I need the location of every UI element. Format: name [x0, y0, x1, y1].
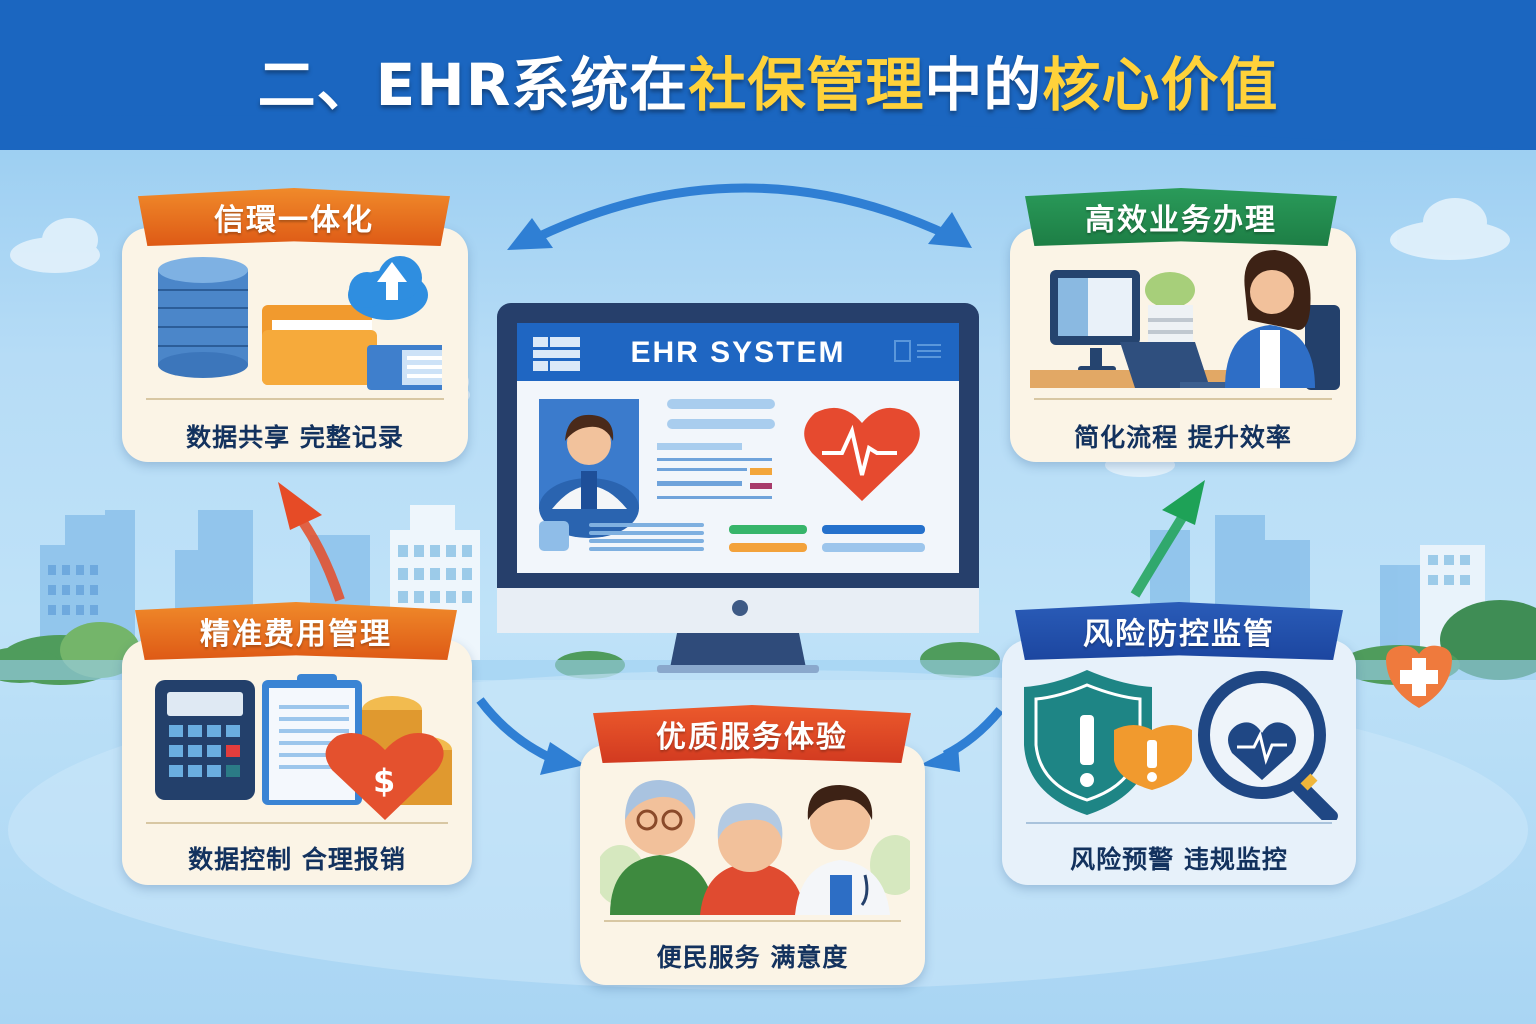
- page-title: 二、EHR系统在社保管理中的核心价值: [0, 38, 1536, 122]
- card-banner: 风险防控监管: [1015, 602, 1343, 660]
- card-data-integration: 数据共享 完整记录: [122, 228, 468, 462]
- ehr-monitor: EHR SYSTEM: [497, 303, 979, 673]
- power-button-icon: [732, 600, 748, 616]
- heart-dollar-icon: $: [325, 733, 444, 820]
- cloud-upload-icon: [348, 256, 428, 320]
- laptop-icon: [1120, 342, 1270, 388]
- plus-shield-icon: [1386, 645, 1452, 708]
- folder-icon: [262, 305, 377, 385]
- card-caption: 数据控制 合理报销: [188, 845, 406, 874]
- database-icon: [158, 257, 248, 378]
- card-illustration: [1030, 250, 1340, 390]
- title-part: 二、EHR系统在: [257, 51, 689, 119]
- arrow-up-green: [1130, 480, 1205, 598]
- window-icon: [894, 340, 941, 362]
- double-arrow-top: [507, 183, 972, 250]
- arrow-in-left: [476, 697, 585, 775]
- header-wave: [0, 110, 1536, 150]
- arrow-up-red: [278, 482, 345, 602]
- monitor-label: EHR SYSTEM: [630, 336, 846, 369]
- card-divider: [604, 920, 901, 922]
- menu-icon: [533, 337, 580, 371]
- card-caption: 便民服务 满意度: [656, 943, 849, 972]
- card-banner: 精准费用管理: [135, 602, 457, 660]
- card-efficient-business: 简化流程 提升效率: [1010, 228, 1356, 462]
- card-illustration: [1024, 670, 1338, 820]
- card-service-experience: 便民服务 满意度: [580, 745, 925, 985]
- heart-pulse-icon: [804, 407, 920, 501]
- leaf-decoration: [870, 835, 910, 895]
- elderly-woman: [700, 803, 805, 915]
- warning-badge-icon: [1114, 725, 1192, 790]
- monitor-illustration: [497, 303, 979, 673]
- title-part-highlight: 核心价值: [1042, 51, 1279, 119]
- shield-warning-icon: [1024, 670, 1152, 815]
- card-illustration: [600, 780, 910, 915]
- title-part-highlight: 社保管理: [688, 51, 925, 119]
- card-risk-control: 风险预警 违规监控: [1002, 640, 1356, 885]
- calculator-icon: [155, 680, 255, 800]
- magnifier-heart-icon: [1198, 671, 1338, 820]
- doctor-avatar: [539, 399, 639, 538]
- card-caption: 风险预警 违规监控: [1070, 845, 1288, 874]
- card-file-icon: [367, 345, 442, 390]
- card-caption: 简化流程 提升效率: [1074, 423, 1292, 452]
- office-worker: [1225, 250, 1340, 390]
- arrow-in-right: [920, 707, 1004, 772]
- svg-text:$: $: [373, 762, 395, 800]
- card-caption: 数据共享 完整记录: [186, 423, 404, 452]
- card-divider: [146, 822, 448, 824]
- card-divider: [1034, 398, 1332, 400]
- title-part: 中的: [924, 51, 1043, 119]
- card-cost-management: $ 数据控制 合理报销: [122, 640, 472, 885]
- card-divider: [1026, 822, 1332, 824]
- elderly-man: [610, 780, 715, 915]
- card-banner: 信環一体化: [138, 188, 450, 246]
- card-illustration: $: [155, 674, 452, 820]
- card-banner: 优质服务体验: [593, 705, 911, 763]
- card-banner: 高效业务办理: [1025, 188, 1337, 246]
- doctor: [795, 785, 890, 915]
- card-divider: [146, 398, 444, 400]
- card-illustration: [158, 256, 442, 390]
